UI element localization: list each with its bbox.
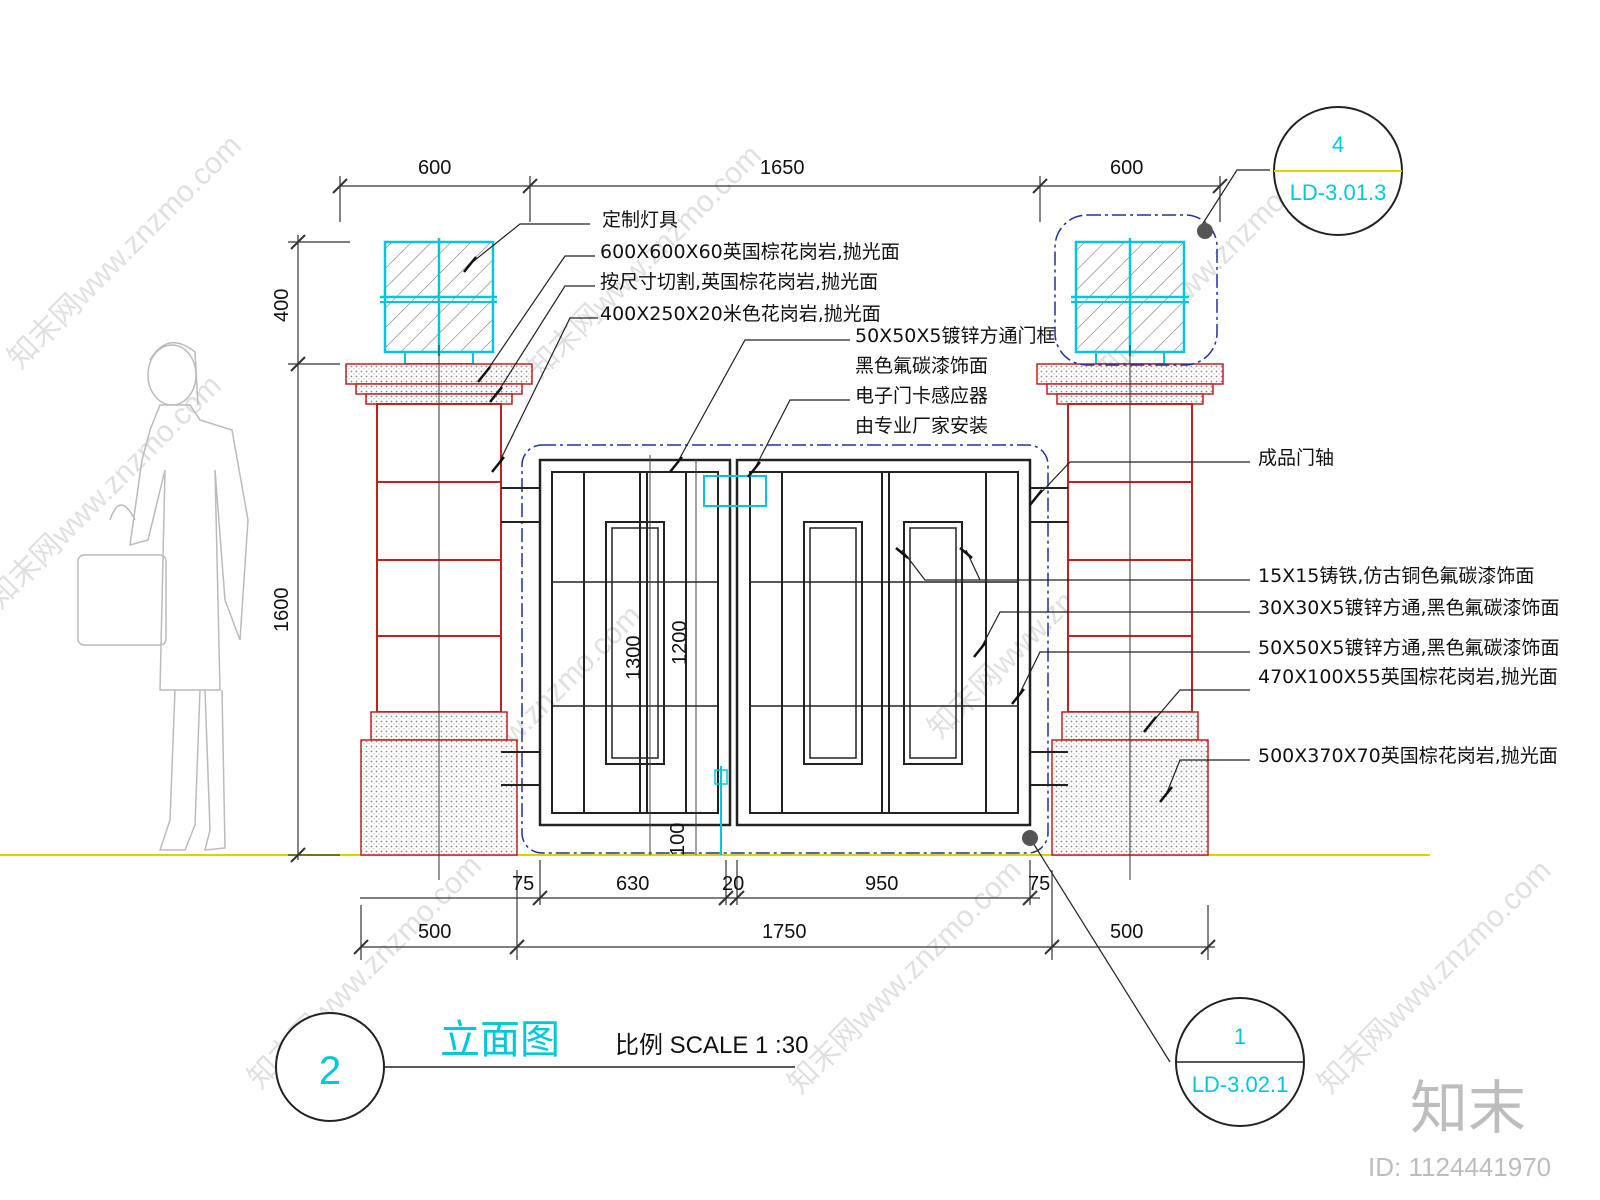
- note-card-reader: 电子门卡感应器: [855, 385, 988, 407]
- dim-left-main: 1600: [271, 588, 293, 633]
- callout-dot-top: [1197, 223, 1213, 239]
- drawing-title: 2 立面图 比例 SCALE 1 :30: [275, 1012, 808, 1122]
- title-scale: 比例 SCALE 1 :30: [615, 1032, 808, 1059]
- dim-bottom-gap: 100: [667, 823, 689, 856]
- dim-top-mid: 1650: [760, 157, 805, 179]
- leader-lines: [469, 169, 1270, 1063]
- note-beige-granite: 400X250X20米色花岗岩,抛光面: [600, 303, 881, 325]
- watermark-id: ID: 1124441970: [1368, 1152, 1551, 1182]
- callout-top-number: 4: [1332, 132, 1344, 157]
- watermark-logo: 知末: [1410, 1074, 1526, 1142]
- dim-top-left: 600: [418, 157, 451, 179]
- note-light: 定制灯具: [602, 209, 678, 231]
- right-pillar: [1036, 214, 1224, 880]
- card-reader: [703, 475, 767, 507]
- detail-zone-lamp: [1054, 214, 1218, 366]
- title-name: 立面图: [440, 1017, 560, 1063]
- dim-bot1-a: 75: [512, 873, 534, 895]
- dim-bot1-c: 20: [722, 873, 744, 895]
- dim-leaf-1200: 1200: [669, 621, 691, 666]
- callout-bottom-ref: LD-3.02.1: [1192, 1072, 1289, 1097]
- dim-bot1-e: 75: [1028, 873, 1050, 895]
- note-cap-stone: 600X600X60英国棕花岗岩,抛光面: [600, 241, 900, 263]
- dim-bot1-b: 630: [616, 873, 649, 895]
- note-cast-iron: 15X15铸铁,仿古铜色氟碳漆饰面: [1258, 565, 1534, 587]
- gate: [501, 444, 1068, 855]
- callout-bottom: 1 LD-3.02.1: [1175, 997, 1305, 1127]
- watermark-text: 知末网www.znzmo.com: [1312, 854, 1558, 1100]
- dim-top-right: 600: [1110, 157, 1143, 179]
- callout-top: 4 LD-3.01.3: [1273, 106, 1403, 236]
- dim-left-top: 400: [271, 289, 293, 322]
- note-tube-50: 50X50X5镀锌方通,黑色氟碳漆饰面: [1258, 637, 1560, 659]
- left-pillar: [345, 238, 533, 880]
- leader-ticks: [463, 256, 1173, 803]
- dimension-labels: 600 1650 600 400 1600 1300 1200 100 75 6…: [271, 157, 1143, 943]
- dim-bot2-c: 500: [1110, 921, 1143, 943]
- note-base-band: 470X100X55英国棕花岗岩,抛光面: [1258, 666, 1558, 688]
- title-number: 2: [319, 1049, 341, 1093]
- dim-leaf-1300: 1300: [623, 636, 645, 681]
- watermark-text: 知末网www.znzmo.com: [0, 369, 228, 615]
- dim-bot1-d: 950: [865, 873, 898, 895]
- callout-bottom-number: 1: [1234, 1024, 1246, 1049]
- callout-top-ref: LD-3.01.3: [1290, 180, 1387, 205]
- note-gate-frame: 50X50X5镀锌方通门框: [855, 325, 1055, 347]
- dimension-lines: [288, 176, 1228, 960]
- watermark-text: 知末网www.znzmo.com: [2, 129, 248, 375]
- watermark-text: 知末网www.znzmo.com: [782, 854, 1028, 1100]
- note-frame-finish: 黑色氟碳漆饰面: [855, 355, 988, 377]
- callout-dot-bottom: [1022, 830, 1038, 846]
- dim-bot2-a: 500: [418, 921, 451, 943]
- note-base-block: 500X370X70英国棕花岗岩,抛光面: [1258, 745, 1558, 767]
- annotation-notes: 定制灯具 600X600X60英国棕花岗岩,抛光面 按尺寸切割,英国棕花岗岩,抛…: [600, 209, 1560, 767]
- note-vendor-install: 由专业厂家安装: [855, 415, 988, 437]
- note-cut-granite: 按尺寸切割,英国棕花岗岩,抛光面: [600, 271, 878, 293]
- human-figure: [77, 342, 249, 851]
- dim-bot2-b: 1750: [762, 921, 807, 943]
- note-tube-30: 30X30X5镀锌方通,黑色氟碳漆饰面: [1258, 597, 1560, 619]
- note-hinge: 成品门轴: [1258, 447, 1334, 469]
